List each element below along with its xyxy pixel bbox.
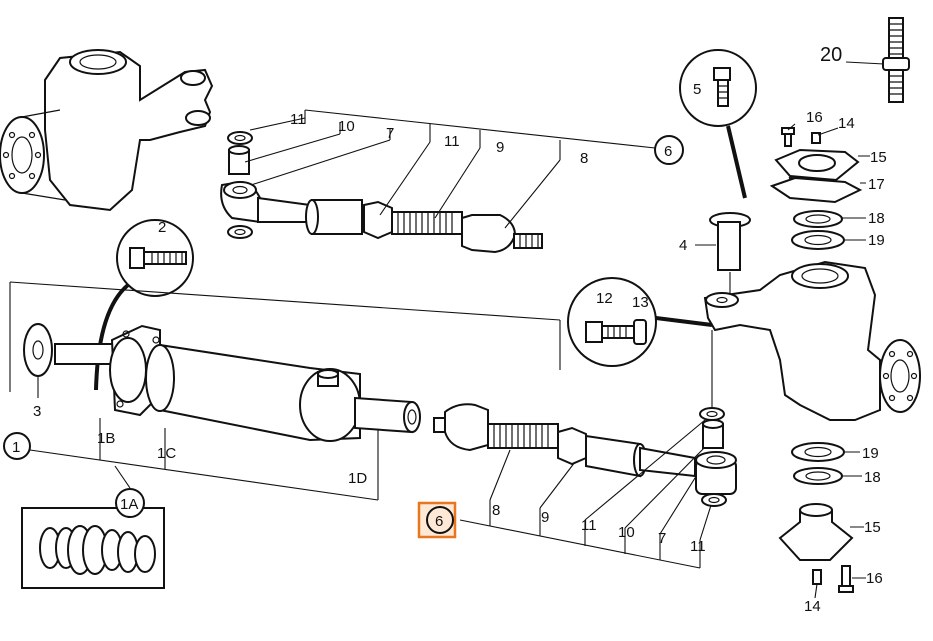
label-15-top[interactable]: 15: [870, 149, 887, 166]
callout-6-lower[interactable]: 6: [426, 506, 454, 534]
label-16-top[interactable]: 16: [806, 109, 823, 126]
bottom-right-components: [778, 442, 866, 599]
detail-bolt-12-13: [567, 277, 713, 367]
frame-lines: [9, 281, 561, 392]
highlight-background: [419, 503, 455, 537]
label-5[interactable]: 5: [693, 81, 701, 98]
bracket-cylinder: [29, 418, 379, 501]
bracket-lower: [459, 419, 713, 569]
label-9-lower[interactable]: 9: [541, 509, 549, 526]
label-6-upper: 6: [664, 143, 672, 160]
callout-6-upper[interactable]: 6: [654, 135, 684, 165]
bushing-stack-lower: [695, 330, 737, 507]
label-8-lower[interactable]: 8: [492, 502, 500, 519]
hydraulic-cylinder: [54, 324, 421, 442]
label-18-top[interactable]: 18: [868, 210, 885, 227]
pin-4: [695, 212, 751, 296]
label-1D[interactable]: 1D: [348, 470, 367, 487]
tie-rod-upper: [220, 131, 543, 254]
highlight-box: [417, 501, 457, 539]
label-20[interactable]: 20: [820, 44, 842, 66]
label-1A: 1A: [120, 496, 138, 513]
label-13[interactable]: 13: [632, 294, 649, 311]
label-17[interactable]: 17: [868, 176, 885, 193]
callout-1A[interactable]: 1A: [115, 488, 145, 518]
steering-knuckle-right: [703, 260, 921, 421]
detail-bolt-2: [94, 219, 194, 391]
label-7-lower[interactable]: 7: [658, 530, 666, 547]
detail-bolt-5: [679, 49, 757, 199]
washer-3: [23, 323, 53, 398]
label-9-upper[interactable]: 9: [496, 139, 504, 156]
label-16-bottom[interactable]: 16: [866, 570, 883, 587]
label-15-bottom[interactable]: 15: [864, 519, 881, 536]
label-11-lower-a[interactable]: 11: [581, 517, 597, 534]
stud-20: [845, 17, 910, 103]
label-18-bottom[interactable]: 18: [864, 469, 881, 486]
label-4[interactable]: 4: [679, 237, 687, 254]
label-3[interactable]: 3: [33, 403, 41, 420]
label-19-top[interactable]: 19: [868, 232, 885, 249]
label-14-top[interactable]: 14: [838, 115, 855, 132]
tie-rod-lower: [433, 403, 696, 478]
label-14-bottom[interactable]: 14: [804, 598, 821, 615]
label-1: 1: [12, 439, 20, 456]
steering-knuckle-upper-left: [0, 49, 214, 212]
label-11-upper-b[interactable]: 11: [444, 133, 460, 150]
label-12[interactable]: 12: [596, 290, 613, 307]
top-right-components: [769, 123, 870, 250]
seal-kit-1A: [21, 465, 165, 589]
bracket-upper: [244, 109, 656, 229]
label-1C[interactable]: 1C: [157, 445, 176, 462]
label-1B[interactable]: 1B: [97, 430, 115, 447]
callout-1[interactable]: 1: [3, 432, 31, 460]
label-6-lower: 6: [435, 513, 443, 530]
label-19-bottom[interactable]: 19: [862, 445, 879, 462]
label-7-upper[interactable]: 7: [386, 125, 394, 142]
label-11-lower-b[interactable]: 11: [690, 538, 706, 555]
label-8-upper[interactable]: 8: [580, 150, 588, 167]
label-2[interactable]: 2: [158, 219, 166, 236]
label-10-lower[interactable]: 10: [618, 524, 635, 541]
label-10-upper[interactable]: 10: [338, 118, 355, 135]
label-11-upper-a[interactable]: 11: [290, 111, 306, 128]
